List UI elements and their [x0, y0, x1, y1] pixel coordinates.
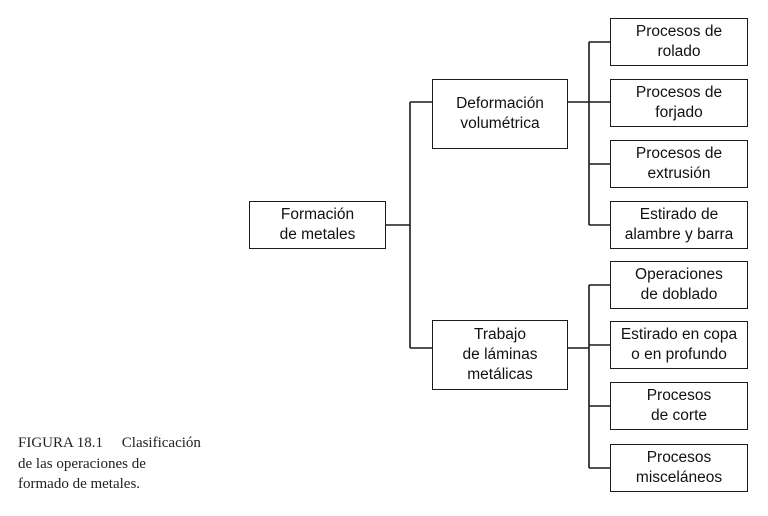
leaf-node-forging: Procesos de forjado	[610, 79, 748, 127]
node-label-line: forjado	[655, 104, 703, 121]
node-label-line: metálicas	[467, 366, 533, 383]
node-label-line: de corte	[650, 407, 707, 424]
caption-first-line: FIGURA 18.1 Clasificación	[18, 433, 258, 454]
leaf-node-rolling: Procesos de rolado	[610, 18, 748, 66]
caption-text-line: de las operaciones de	[18, 455, 146, 472]
branch-node-bulk-deformation: Deformación volumétrica	[432, 79, 568, 149]
node-label-line: o en profundo	[631, 346, 727, 363]
caption-text-line: formado de metales.	[18, 476, 141, 492]
node-label-line: misceláneos	[635, 469, 723, 486]
node-label-line: Procesos de	[635, 145, 723, 162]
leaf-node-bending: Operaciones de doblado	[610, 261, 748, 309]
node-label-line: Estirado de	[639, 206, 719, 223]
leaf-node-miscellaneous: Procesos misceláneos	[610, 444, 748, 492]
node-label-line: de metales	[279, 226, 356, 243]
node-label-line: Procesos de	[635, 23, 723, 40]
node-label-line: Procesos de	[635, 84, 723, 101]
figure-caption: FIGURA 18.1 Clasificación de las operaci…	[18, 433, 258, 495]
node-label-line: extrusión	[647, 165, 711, 182]
branch-node-sheet-metal: Trabajo de láminas metálicas	[432, 320, 568, 390]
node-label-line: volumétrica	[460, 115, 540, 132]
node-label-line: rolado	[657, 43, 701, 60]
leaf-node-wire-bar-drawing: Estirado de alambre y barra	[610, 201, 748, 249]
node-label-line: Procesos	[646, 449, 712, 466]
node-label-line: de doblado	[640, 286, 718, 303]
node-label-line: Formación	[280, 206, 355, 223]
leaf-node-deep-drawing: Estirado en copa o en profundo	[610, 321, 748, 369]
node-label-line: Trabajo	[474, 326, 526, 343]
node-label-line: de láminas	[462, 346, 538, 363]
figure-number: FIGURA 18.1	[18, 435, 104, 451]
leaf-node-cutting: Procesos de corte	[610, 382, 748, 430]
root-node: Formación de metales	[249, 201, 386, 249]
node-label-line: Deformación	[456, 95, 544, 112]
leaf-node-extrusion: Procesos de extrusión	[610, 140, 748, 188]
node-label-line: Estirado en copa	[620, 326, 738, 343]
caption-text-line: Clasificación	[121, 435, 201, 451]
node-label-line: Procesos	[646, 387, 712, 404]
node-label-line: Operaciones	[635, 266, 723, 283]
node-label-line: alambre y barra	[624, 226, 734, 243]
